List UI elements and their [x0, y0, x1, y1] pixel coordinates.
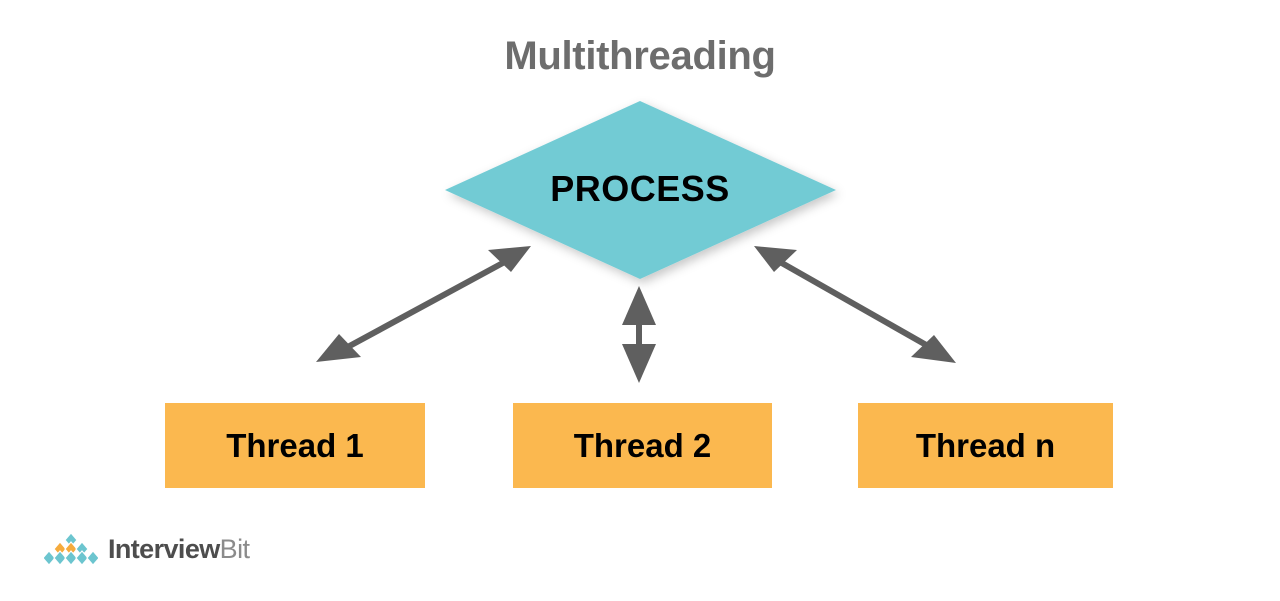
interviewbit-wordmark: InterviewBit [108, 534, 250, 564]
arrow-process-thread-1 [316, 246, 531, 362]
thread-box-1: Thread 1 [165, 403, 425, 488]
thread-box-2: Thread 2 [513, 403, 772, 488]
process-label: PROCESS [550, 168, 730, 209]
thread-box-n: Thread n [858, 403, 1113, 488]
arrow-process-thread-2 [622, 286, 656, 383]
arrow-process-thread-n [754, 246, 956, 363]
thread-label-1: Thread 1 [226, 426, 364, 464]
thread-label-n: Thread n [915, 426, 1056, 464]
page-title: Multithreading [504, 34, 776, 78]
interviewbit-logo: InterviewBit [44, 528, 250, 570]
process-diamond [445, 101, 836, 279]
interviewbit-logo-mark-icon [44, 532, 98, 566]
thread-label-2: Thread 2 [573, 426, 712, 464]
logo-word-interview: Interview [108, 534, 220, 564]
logo-word-bit: Bit [219, 534, 250, 564]
